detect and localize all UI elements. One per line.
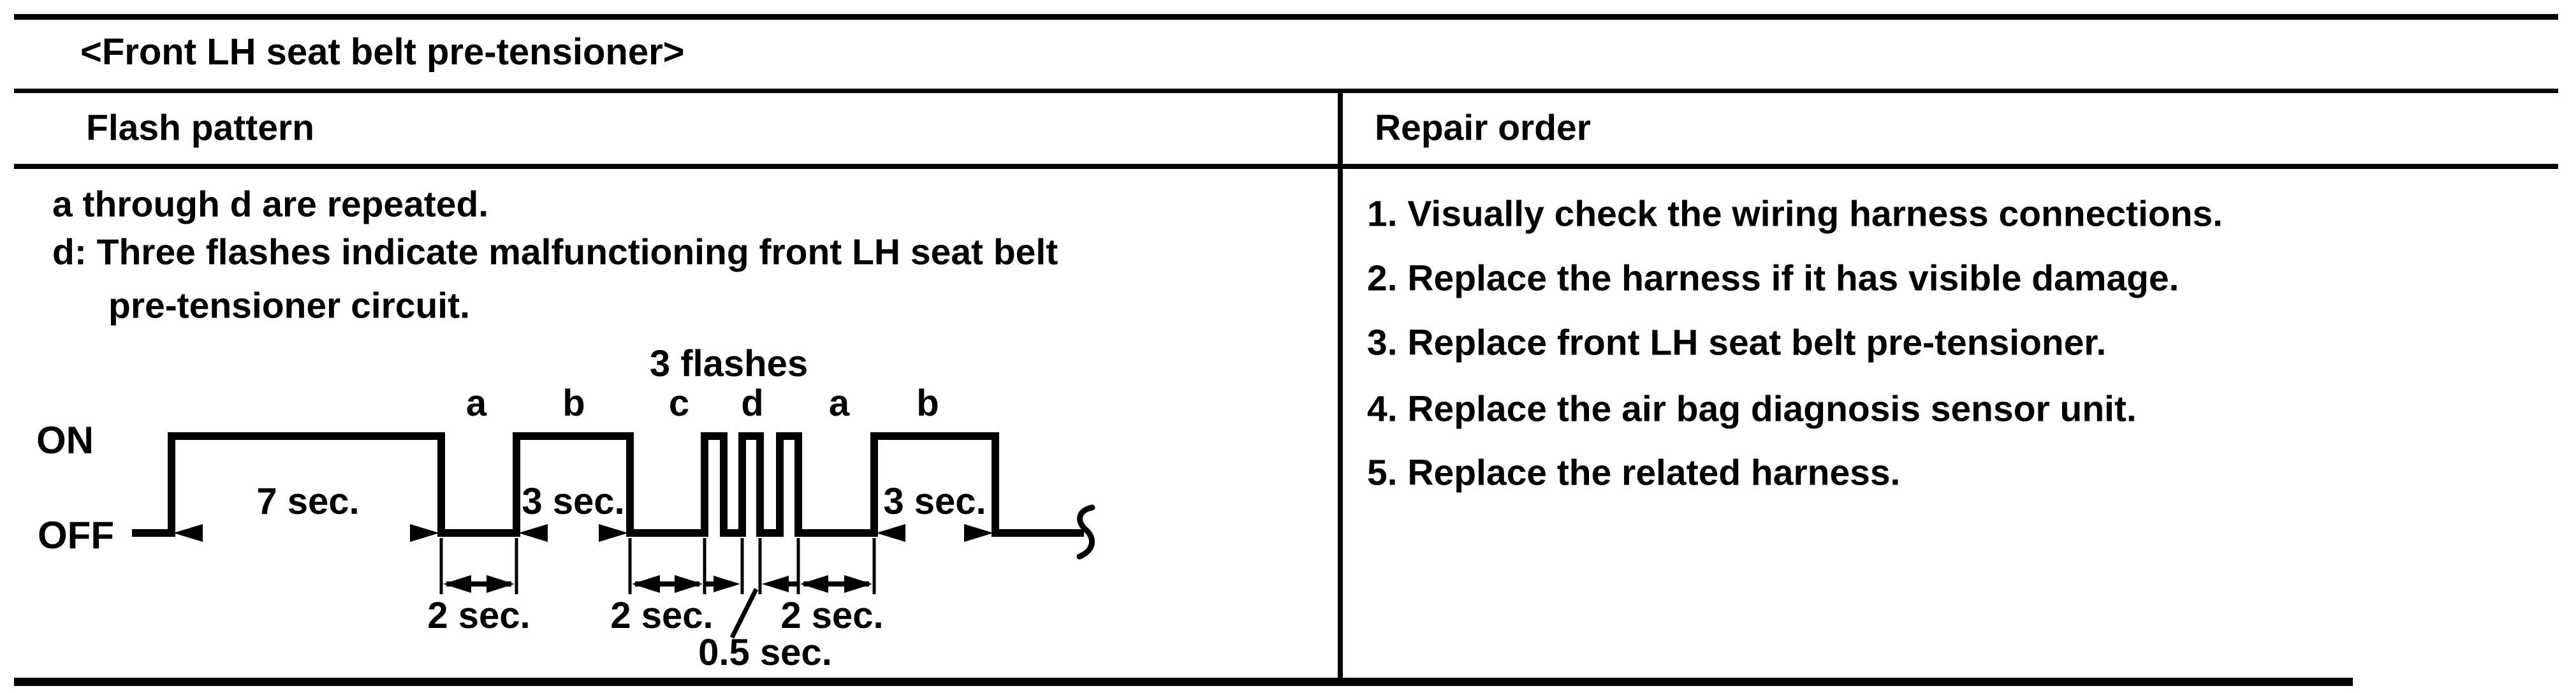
arrowhead-2sec3-right [844,575,872,593]
sequence-label-c: c [668,383,690,424]
column-header-repair-order: Repair order [1375,107,1591,149]
sequence-label-a1: a [465,383,487,424]
sequence-label-b1: b [562,383,585,424]
off-label: OFF [38,514,114,557]
arrowhead-2sec2-right [675,575,703,593]
border-header-top [14,89,2558,93]
column-divider [1338,90,1343,686]
waveform-path [132,432,1084,537]
flash-note-line-1: a through d are repeated. [52,184,489,225]
arrowhead-2sec1-right [487,575,515,593]
repair-item-5: 5. Replace the related harness. [1367,452,1901,493]
sequence-label-b2: b [916,383,939,424]
arrowhead-05sec-left [714,576,740,592]
duration-05sec-label: 0.5 sec. [698,632,832,673]
line-break-squiggle-icon [1076,504,1095,560]
on-label: ON [36,419,94,462]
duration-2sec-label-2: 2 sec. [610,595,714,636]
border-top [14,14,2558,20]
duration-2sec-label-1: 2 sec. [427,595,531,636]
arrowhead-2sec3-left [800,575,828,593]
border-header-bottom [14,164,2558,169]
arrowhead-2sec2-left [632,575,660,593]
repair-item-4: 4. Replace the air bag diagnosis sensor … [1367,388,2137,430]
page-title: <Front LH seat belt pre-tensioner> [80,31,685,73]
arrowhead-7sec-right [410,524,439,542]
sequence-label-a2: a [828,383,850,424]
repair-item-3: 3. Replace front LH seat belt pre-tensio… [1367,322,2107,363]
three-flashes-label: 3 flashes [649,343,809,384]
duration-7sec-label: 7 sec. [256,481,360,522]
arrowhead-3sec1-left [518,524,548,542]
arrowhead-3sec1-right [599,524,628,542]
arrowhead-7sec-left [173,524,203,542]
duration-3sec-label-2: 3 sec. [883,481,986,522]
arrowhead-2sec1-left [443,575,471,593]
flash-note-line-3: pre-tensioner circuit. [108,285,470,326]
duration-2sec-label-3: 2 sec. [780,595,884,636]
arrowhead-3sec2-right [964,524,993,542]
extension-lines [439,538,876,594]
duration-3sec-label-1: 3 sec. [522,481,625,522]
flash-note-line-2: d: Three flashes indicate malfunctioning… [52,231,1058,273]
repair-item-1: 1. Visually check the wiring harness con… [1367,193,2223,235]
leader-slash-icon [729,588,759,639]
arrowhead-3sec2-left [876,524,905,542]
arrowhead-05sec-right [762,576,789,592]
column-header-flash-pattern: Flash pattern [86,107,314,149]
sequence-label-d: d [741,383,764,424]
border-bottom [14,678,2353,686]
repair-item-2: 2. Replace the harness if it has visible… [1367,258,2179,299]
